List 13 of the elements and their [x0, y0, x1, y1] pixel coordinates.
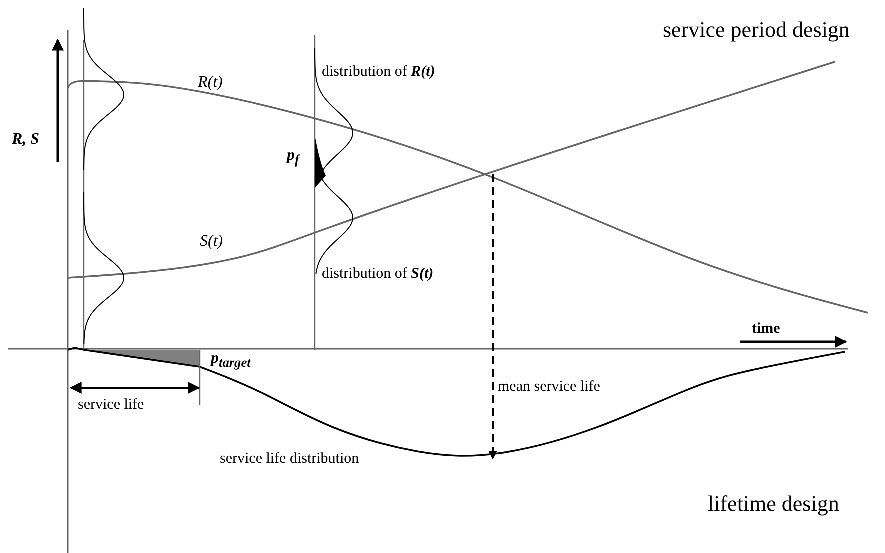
axis-label: R, S — [12, 131, 40, 149]
symbol-label: p$_{f}$ — [287, 147, 300, 168]
curve-label: distribution of S(t) — [322, 266, 434, 282]
curve-label: R(t) — [198, 74, 223, 92]
axis-label: time — [752, 321, 780, 338]
dimension-label: service life — [78, 397, 144, 414]
curve-label: distribution of R(t) — [322, 64, 436, 80]
curve-label: S(t) — [200, 233, 224, 251]
symbol-label: p$_{target}$ — [211, 350, 251, 371]
curve-label: service life distribution — [220, 451, 360, 468]
heading: service period design — [663, 18, 850, 42]
heading: lifetime design — [708, 492, 840, 516]
annotation: mean service life — [498, 379, 600, 396]
